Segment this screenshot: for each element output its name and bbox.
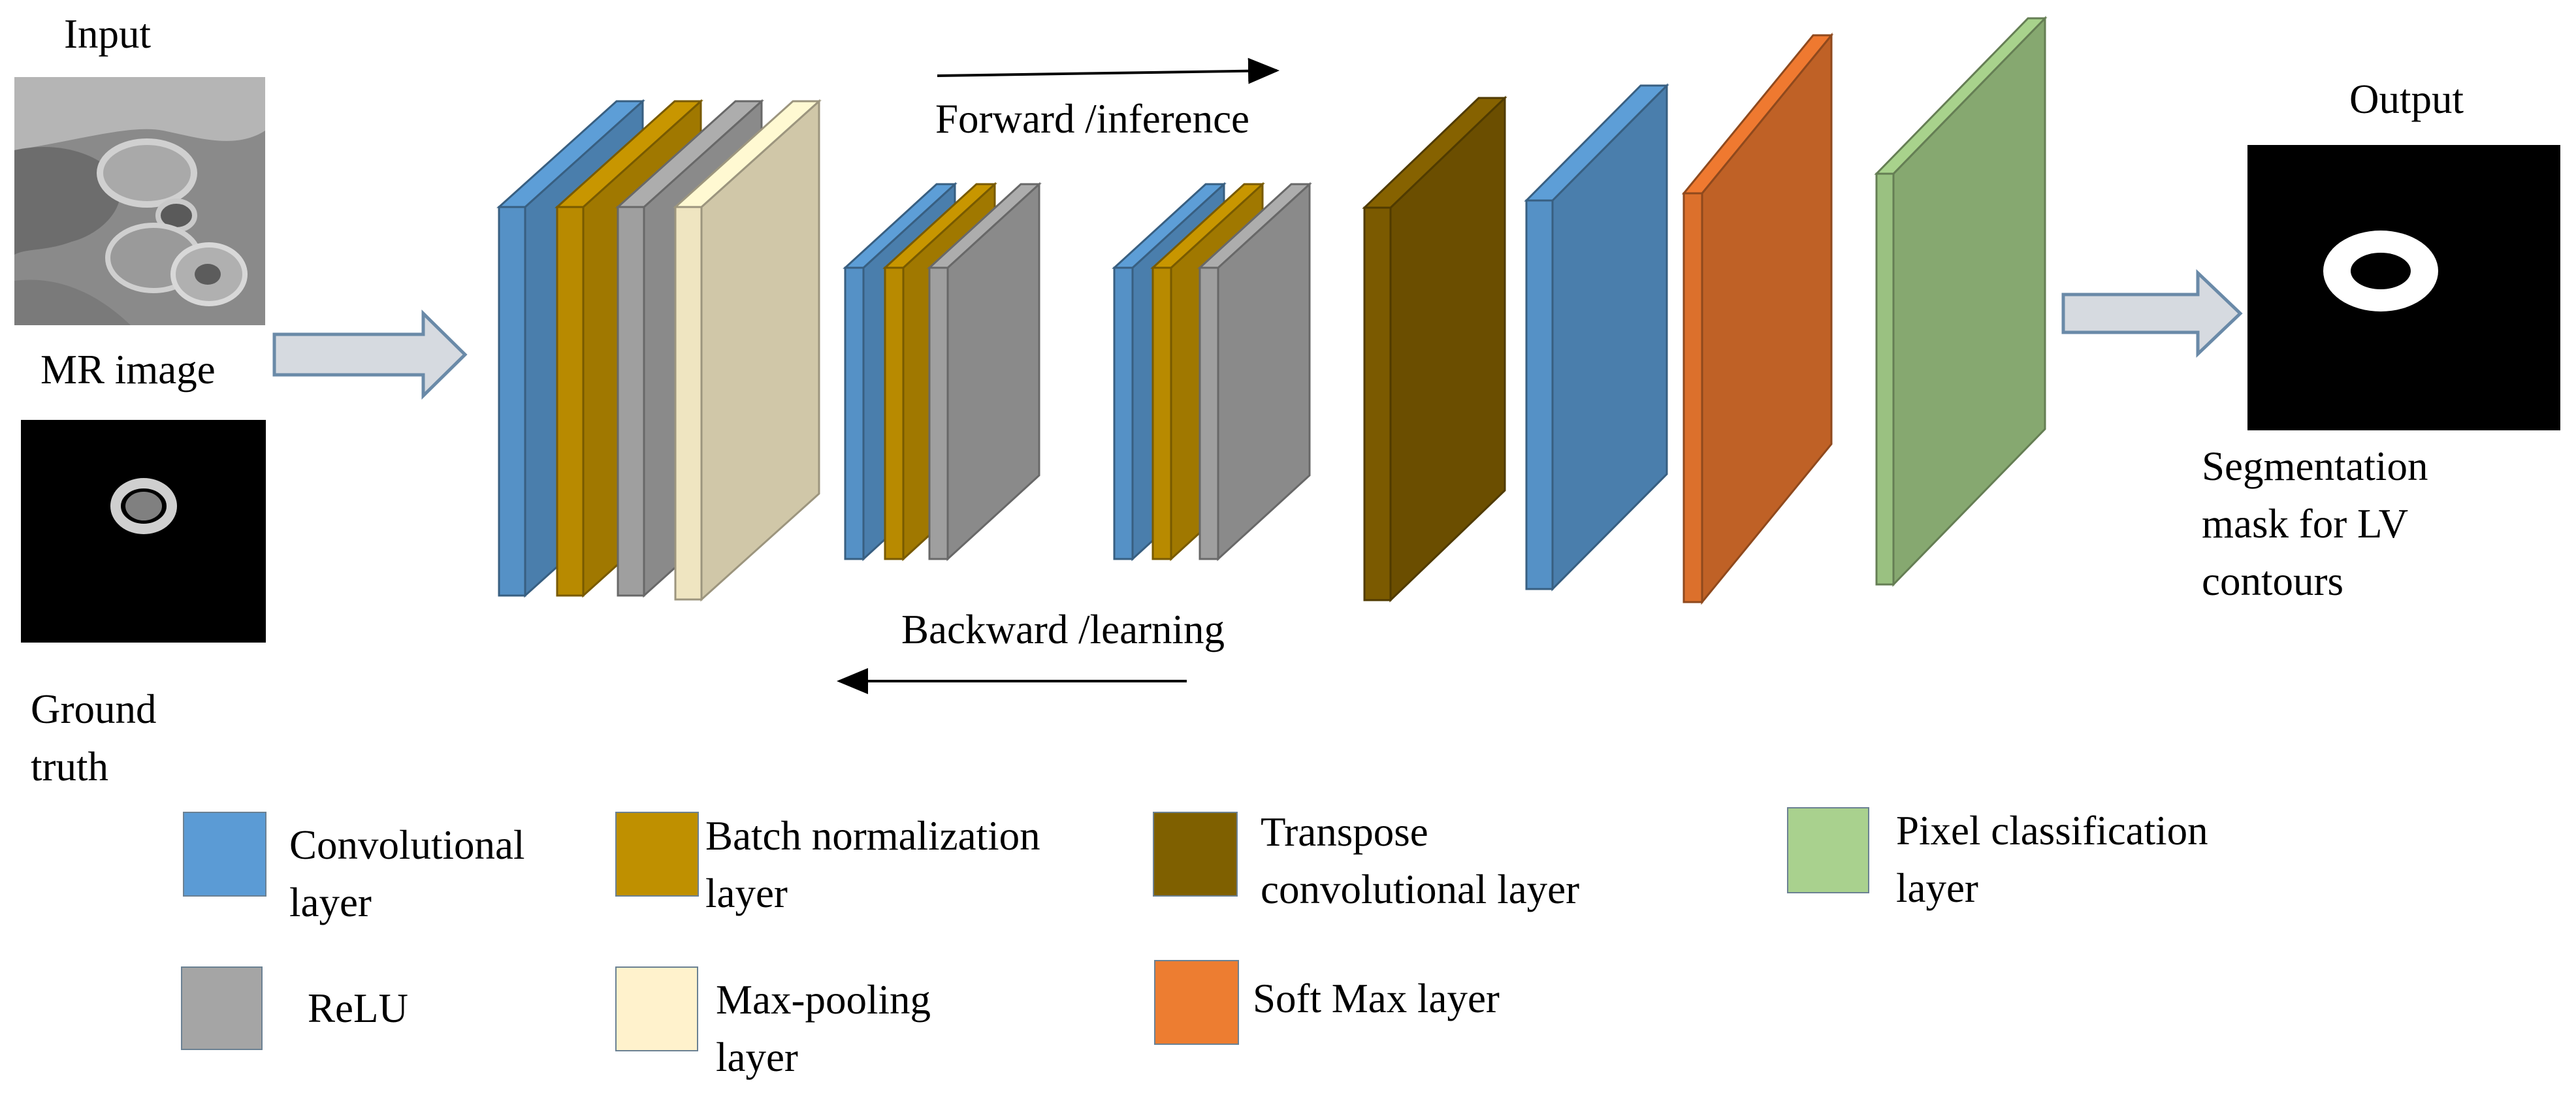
legend-swatch-batch-normalization bbox=[615, 812, 699, 897]
ground-truth-line-1: Ground bbox=[31, 686, 157, 732]
legend-swatch-softmax bbox=[1154, 960, 1239, 1045]
ground-truth-line-2: truth bbox=[31, 744, 108, 790]
input-flow-arrow bbox=[272, 310, 468, 400]
layer-relu bbox=[927, 182, 1042, 562]
mr-image-label: MR image bbox=[40, 347, 216, 392]
legend-label-max-pooling: Max-pooling layer bbox=[716, 977, 931, 1080]
layer-convolutional bbox=[1524, 83, 1669, 592]
output-label: Output bbox=[2349, 76, 2464, 122]
backward-label: Backward /learning bbox=[901, 607, 1225, 652]
segmentation-line-1: Segmentation bbox=[2202, 443, 2428, 489]
network-layers bbox=[496, 16, 2048, 605]
legend-label-pixel-classification: Pixel classification layer bbox=[1896, 808, 2208, 911]
legend-label-batch-normalization: Batch normalization layer bbox=[705, 813, 1040, 916]
input-label: Input bbox=[64, 11, 151, 57]
legend-label-transpose-convolutional: Transpose convolutional layer bbox=[1261, 809, 1580, 912]
segmentation-caption: Segmentation mask for LV contours bbox=[2202, 438, 2428, 610]
legend-swatch-transpose-convolutional bbox=[1153, 812, 1238, 897]
layer-transpose-convolutional bbox=[1362, 95, 1507, 603]
ground-truth-thumbnail bbox=[21, 420, 266, 643]
mr-image-thumbnail bbox=[14, 77, 265, 325]
layer-pixel-classification bbox=[1874, 16, 2048, 587]
forward-arrow bbox=[937, 57, 1280, 84]
legend-swatch-relu bbox=[181, 966, 263, 1050]
legend-label-relu: ReLU bbox=[308, 985, 408, 1031]
legend-swatch-max-pooling bbox=[615, 966, 698, 1051]
output-flow-arrow bbox=[2061, 269, 2243, 358]
legend-swatch-convolutional bbox=[183, 812, 266, 897]
layer-relu bbox=[1197, 182, 1312, 562]
layer-max-pooling bbox=[673, 99, 822, 602]
segmentation-line-3: contours bbox=[2202, 558, 2343, 604]
ground-truth-label: Ground truth bbox=[31, 680, 227, 795]
output-mask-thumbnail bbox=[2247, 145, 2560, 430]
legend-swatch-pixel-classification bbox=[1787, 807, 1869, 893]
layer-softmax bbox=[1681, 32, 1834, 605]
legend-label-convolutional: Convolutional layer bbox=[289, 822, 525, 925]
forward-label: Forward /inference bbox=[935, 96, 1250, 142]
segmentation-line-2: mask for LV bbox=[2202, 501, 2409, 547]
legend-label-softmax: Soft Max layer bbox=[1253, 976, 1500, 1021]
